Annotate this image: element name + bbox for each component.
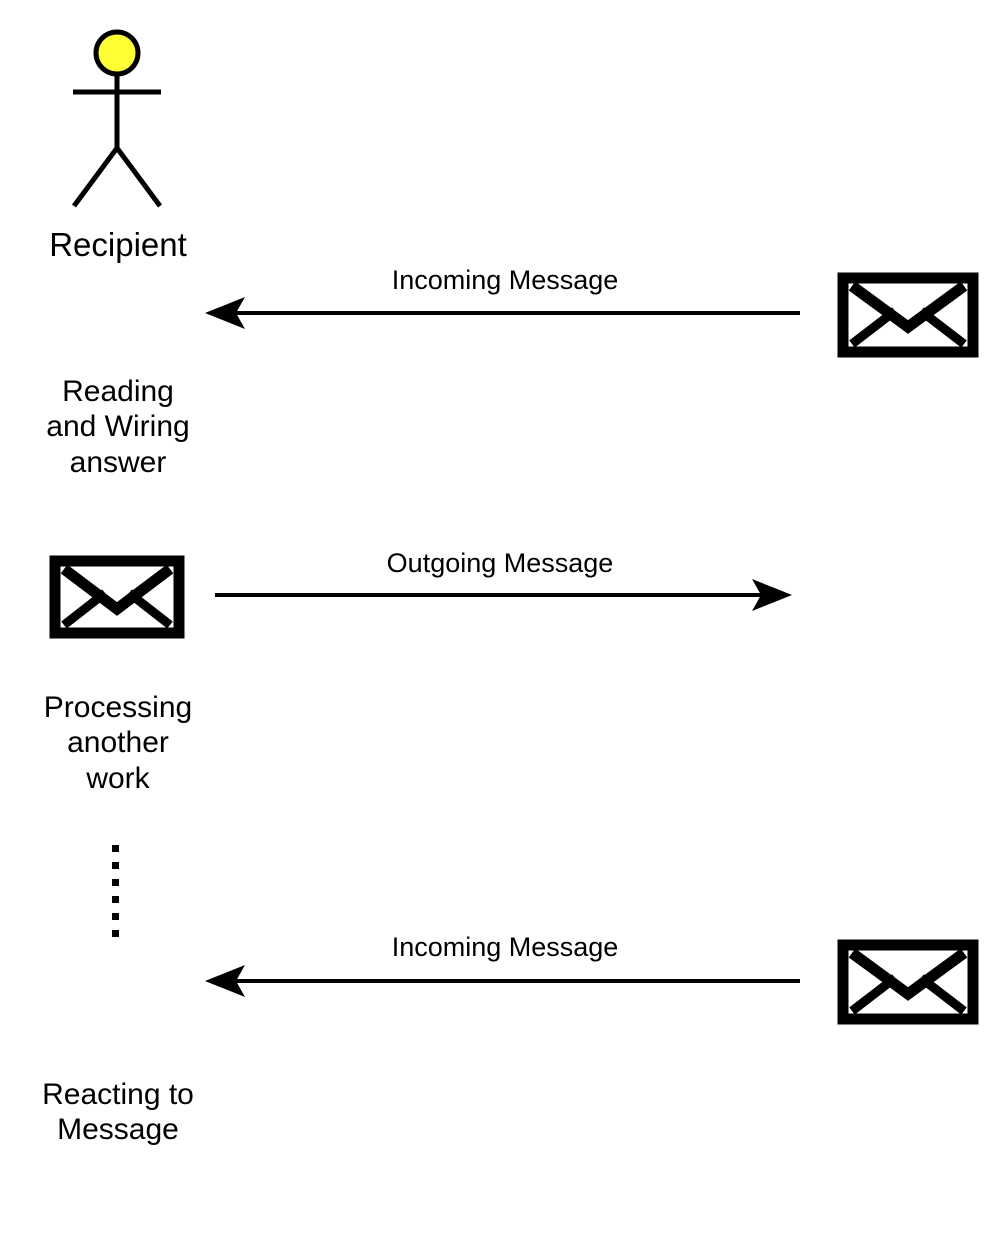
actor-right-leg-line: [114, 146, 163, 208]
ellipsis-dot: [112, 913, 119, 920]
envelope-icon-incoming-1: [837, 272, 979, 358]
recipient-actor-label: Recipient: [49, 226, 187, 263]
vertical-ellipsis: [112, 845, 119, 937]
actor-head-icon: [93, 29, 141, 77]
reacting-state-label: Reacting to Message: [42, 1078, 194, 1147]
ellipsis-dot: [112, 896, 119, 903]
envelope-fold-lines: [849, 307, 967, 348]
envelope-body: [837, 272, 979, 358]
incoming-message-2-arrow: [205, 965, 800, 997]
arrow-head-left-icon: [205, 297, 245, 329]
incoming-message-2-label: Incoming Message: [391, 932, 619, 962]
ellipsis-dot: [112, 930, 119, 937]
reading-state-label: Reading and Wiring answer: [46, 375, 190, 479]
envelope-icon-outgoing: [49, 555, 185, 639]
outgoing-message-label: Outgoing Message: [386, 548, 614, 578]
envelope-body: [837, 939, 979, 1025]
incoming-message-1-label: Incoming Message: [391, 265, 619, 295]
envelope-flap: [848, 281, 968, 334]
envelope-flap: [60, 564, 174, 616]
incoming-message-1-arrow: [205, 297, 800, 329]
envelope-icon-incoming-2: [837, 939, 979, 1025]
arrow-head-left-icon: [205, 965, 245, 997]
ellipsis-dot: [112, 845, 119, 852]
envelope-fold-lines: [849, 974, 967, 1015]
envelope-body: [49, 555, 185, 639]
ellipsis-dot: [112, 879, 119, 886]
recipient-actor: [71, 29, 163, 208]
arrow-head-right-icon: [752, 579, 792, 611]
processing-state-label: Processing another work: [43, 691, 193, 795]
ellipsis-dot: [112, 862, 119, 869]
envelope-flap: [848, 948, 968, 1001]
actor-left-leg-line: [71, 146, 120, 208]
envelope-fold-lines: [61, 589, 173, 629]
outgoing-message-arrow: [215, 579, 792, 611]
